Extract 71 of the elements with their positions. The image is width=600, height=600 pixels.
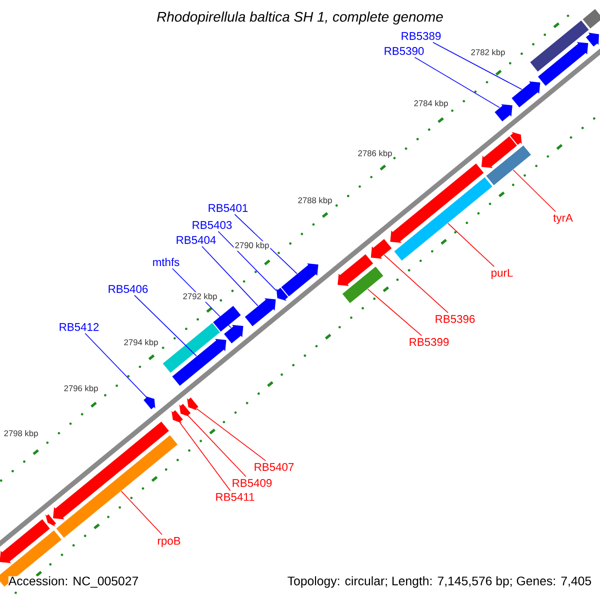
gene-feature <box>510 132 522 145</box>
gene-label: RB5389 <box>402 32 441 40</box>
gene-feature <box>0 519 50 564</box>
scale-label: 2794 kbp <box>122 338 160 348</box>
gene-label: RB5412 <box>60 323 99 331</box>
leader-line <box>367 288 422 336</box>
gene-label: RB5406 <box>108 285 148 293</box>
gene-label: rpoB <box>158 537 180 547</box>
leader-line <box>188 415 246 478</box>
leader-line <box>512 169 556 212</box>
gene-feature <box>172 338 226 386</box>
gene-bar <box>582 9 600 28</box>
gene-feature <box>281 263 318 296</box>
gene-feature <box>481 136 517 168</box>
gene-label: tyrA <box>553 214 573 224</box>
scale-label: 2786 kbp <box>356 149 394 159</box>
scale-label: 2796 kbp <box>62 384 100 394</box>
gene-label: purL <box>492 268 513 279</box>
leader-line <box>134 294 197 356</box>
gene-feature <box>494 104 512 122</box>
gene-label: RB5403 <box>192 221 232 229</box>
gene-feature <box>187 398 198 410</box>
leader-line <box>414 56 500 108</box>
leader-line <box>84 332 147 398</box>
gene-label: RB5409 <box>232 479 272 487</box>
gene-feature <box>586 32 599 47</box>
gene-feature <box>244 298 276 326</box>
gene-feature <box>172 410 183 424</box>
gene-label: RB5407 <box>254 463 294 471</box>
scale-label: 2782 kbp <box>470 48 506 58</box>
gene-label: RB5401 <box>208 204 248 212</box>
leader-line <box>196 408 266 462</box>
leader-line <box>202 246 258 306</box>
gene-feature <box>370 239 392 259</box>
gene-feature <box>276 288 288 301</box>
leader-line <box>384 254 448 314</box>
gene-feature <box>45 514 56 527</box>
gene-label: RB5404 <box>176 236 216 244</box>
gene-feature <box>53 422 169 520</box>
gene-label: RB5411 <box>216 493 254 501</box>
gene-bar <box>486 146 531 186</box>
summary-text: Topology: circular; Length: 7,145,576 bp; Genes: 7,405 <box>288 576 592 588</box>
gene-bar <box>342 266 384 304</box>
gene-bar <box>56 435 178 538</box>
gene-bar <box>530 20 589 72</box>
scale-label: 2790 kbp <box>234 241 270 251</box>
gene-bar <box>394 177 492 261</box>
gene-feature <box>538 42 588 86</box>
gene-feature <box>338 254 374 286</box>
leader-line <box>448 222 495 267</box>
gene-feature <box>512 81 540 108</box>
leader-line <box>234 214 298 274</box>
gene-label: RB5399 <box>410 338 449 346</box>
gene-label: RB5390 <box>384 47 424 55</box>
scale-label: 2784 kbp <box>412 99 450 109</box>
gene-bar <box>213 306 241 332</box>
gene-feature <box>179 404 191 417</box>
gene-bar <box>162 322 220 373</box>
gene-label: RB5396 <box>436 315 475 323</box>
gene-feature <box>224 324 244 344</box>
leader-line <box>432 42 522 90</box>
gene-feature <box>144 396 156 410</box>
leader-line <box>218 230 277 292</box>
gene-label: mthfs <box>153 258 180 266</box>
scale-label: 2798 kbp <box>2 429 40 439</box>
scale-label: 2788 kbp <box>296 196 334 206</box>
scale-label: 2792 kbp <box>182 292 218 302</box>
accession-text: Accession: NC_005027 <box>8 576 139 588</box>
title: Rhodopirellula baltica SH 1, complete genome <box>157 12 443 24</box>
leader-line <box>179 422 231 492</box>
gene-feature <box>390 164 484 243</box>
